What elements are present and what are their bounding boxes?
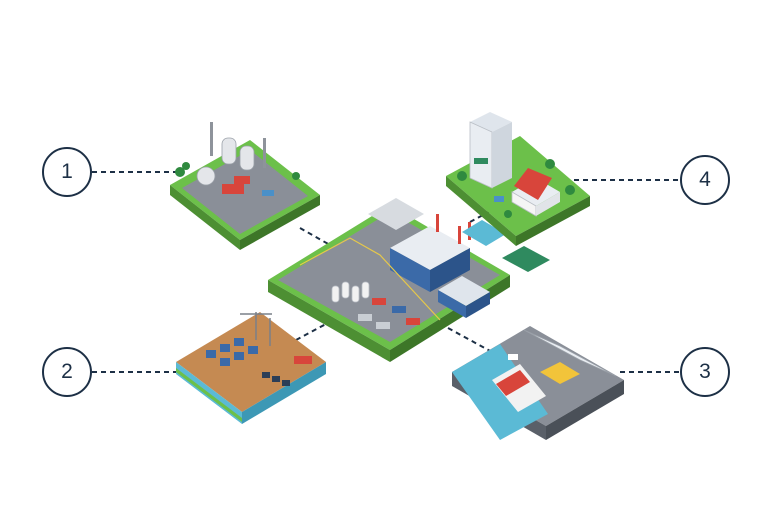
- callout-2-label: 2: [61, 360, 73, 383]
- tile-4-residential-area: [446, 112, 590, 246]
- connector-2-hub: [295, 323, 327, 341]
- tile-3-train: [523, 329, 617, 377]
- connector-3-hub: [447, 327, 493, 353]
- tile-2-power-substation: [176, 312, 326, 424]
- tile-4-apartment: [469, 112, 512, 189]
- tile-4-house: [511, 168, 560, 217]
- hub-containers: [358, 298, 420, 329]
- callout-1-label: 1: [61, 160, 73, 183]
- connector-4-hub: [469, 207, 497, 223]
- central-hub-tile: [268, 198, 510, 362]
- tile-1-industrial-plant: [170, 122, 320, 250]
- hub-silos: [331, 281, 370, 303]
- callout-3: 3: [680, 347, 730, 397]
- callout-1: 1: [42, 147, 92, 197]
- tile-3-transport-hub: [452, 326, 624, 440]
- hub-pond: [462, 220, 506, 246]
- hub-warehouse: [368, 198, 424, 230]
- hub-road: [299, 237, 441, 321]
- tile-3-ship: [492, 364, 546, 412]
- callout-4: 4: [680, 155, 730, 205]
- tile-3-bus: [540, 362, 580, 384]
- callout-4-label: 4: [699, 168, 711, 191]
- connectors: [92, 171, 680, 373]
- callout-2: 2: [42, 347, 92, 397]
- connector-1-hub: [299, 227, 331, 246]
- hub-greenhouse: [502, 246, 550, 272]
- hub-factory: [390, 226, 490, 318]
- callout-3-label: 3: [699, 360, 711, 383]
